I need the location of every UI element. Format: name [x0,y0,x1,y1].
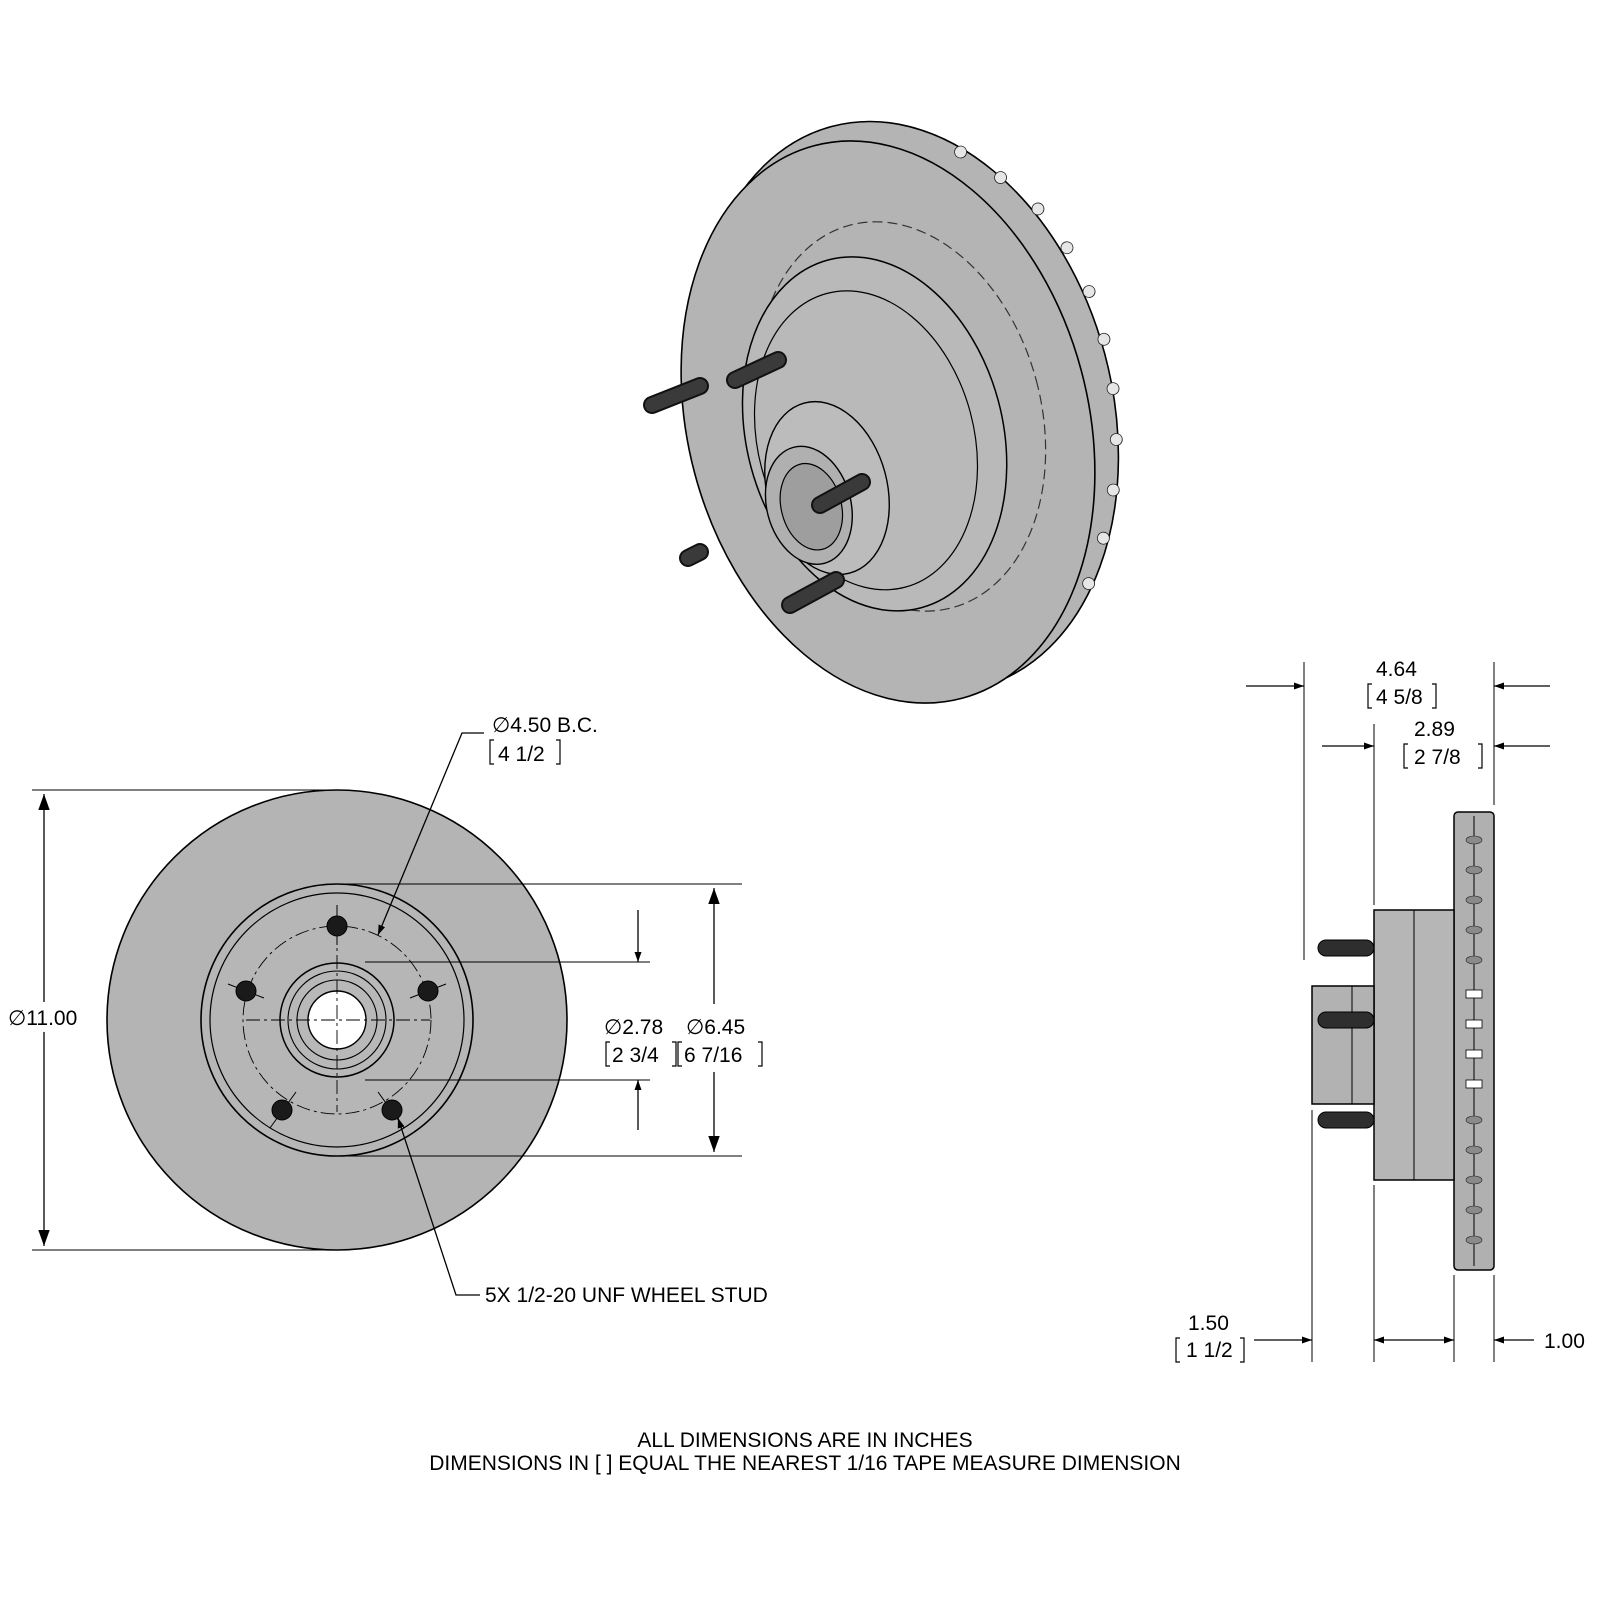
svg-text:DIMENSIONS IN [ ] EQUAL THE NE: DIMENSIONS IN [ ] EQUAL THE NEAREST 1/16… [429,1452,1181,1475]
wheel-stud [726,351,787,389]
isometric-rotor-view [643,120,1123,704]
stud-hole [409,980,447,1002]
stud-hole [227,980,265,1002]
svg-text:∅4.50 B.C.: ∅4.50 B.C. [492,714,598,737]
dimension-hat-depth: 2.89 2 7/8 [1322,718,1550,769]
svg-text:∅6.45: ∅6.45 [686,1016,745,1039]
hat-inner [209,892,465,1148]
svg-text:2.89: 2.89 [1414,718,1455,741]
side-vent-marks [1465,835,1483,1245]
svg-text:4.64: 4.64 [1376,658,1417,681]
svg-text:6 7/16: 6 7/16 [684,1044,742,1067]
svg-text:ALL DIMENSIONS ARE IN INCHES: ALL DIMENSIONS ARE IN INCHES [637,1429,972,1452]
dimension-overall-height: 4.64 4 5/8 [1246,658,1550,709]
svg-text:1.50: 1.50 [1188,1312,1229,1335]
svg-text:∅11.00: ∅11.00 [8,1007,77,1030]
wheel-stud [679,543,709,567]
dimension-rotor-thickness: 1.00 [1494,1330,1585,1353]
svg-text:1 1/2: 1 1/2 [1186,1339,1233,1362]
wheel-stud [643,377,709,414]
dimension-hat-diameter: ∅6.45 6 7/16 [337,883,763,1157]
svg-text:1.00: 1.00 [1544,1330,1585,1353]
svg-text:∅2.78: ∅2.78 [604,1016,663,1039]
wheel-stud [1317,939,1375,957]
svg-text:4 1/2: 4 1/2 [498,743,545,766]
stud-hole [269,1091,297,1129]
side-view: 4.64 4 5/8 2.89 2 7/8 1.50 1 1/2 1.00 [1175,658,1585,1363]
callout-bolt-circle: ∅4.50 B.C. 4 1/2 [377,714,598,936]
dimension-hub-pilot: ∅2.78 2 3/4 [365,910,677,1130]
dimension-rotor-diameter: ∅11.00 [6,789,325,1251]
callout-wheel-stud: 5X 1/2-20 UNF WHEEL STUD [397,1117,768,1307]
svg-text:5X 1/2-20 UNF WHEEL STUD: 5X 1/2-20 UNF WHEEL STUD [485,1284,768,1307]
notes-block: ALL DIMENSIONS ARE IN INCHES DIMENSIONS … [429,1429,1181,1475]
svg-text:2 7/8: 2 7/8 [1414,746,1461,769]
iso-wheel-studs [643,351,871,614]
bolt-circle [242,925,432,1115]
wheel-stud [811,473,871,514]
side-wheel-studs [1317,939,1375,1129]
hat-shoulder [753,290,979,591]
hub-pilot-section [1311,985,1375,1105]
vent-holes [954,145,1123,590]
wheel-stud [781,571,845,614]
svg-text:2 3/4: 2 3/4 [612,1044,659,1067]
wheel-stud [1317,1011,1375,1029]
svg-text:4 5/8: 4 5/8 [1376,686,1423,709]
side-vent-slots [1465,989,1483,1089]
wheel-stud [1317,1111,1375,1129]
front-view: ∅11.00 ∅4.50 B.C. 4 1/2 5X 1/2-20 UNF WH… [6,714,768,1307]
dimension-pilot-height: 1.50 1 1/2 [1175,1312,1454,1363]
stud-hole [326,905,348,945]
stud-holes [227,905,447,1129]
